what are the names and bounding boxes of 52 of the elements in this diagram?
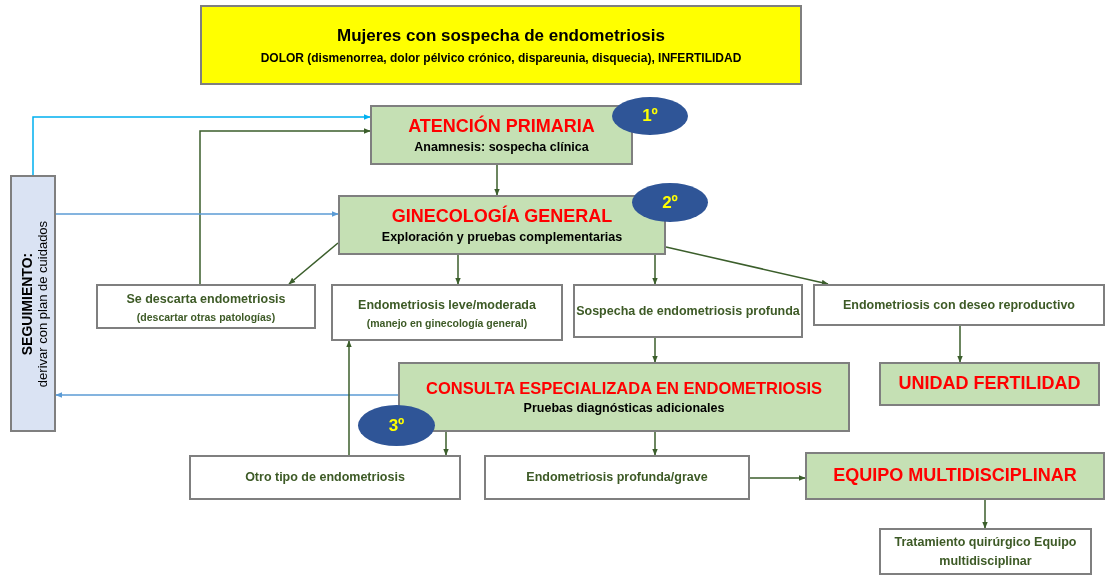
node-title: Endometriosis profunda/grave: [526, 469, 708, 487]
step-number: 2º: [662, 192, 678, 213]
node-title: Mujeres con sospecha de endometriosis: [337, 24, 665, 47]
node-subtitle: (manejo en ginecología general): [366, 317, 528, 330]
outcome-box: [96, 284, 316, 329]
process-box: [805, 452, 1105, 500]
arrow: [957, 325, 963, 363]
node-title: SEGUIMIENTO:: [17, 252, 34, 355]
node-title: Endometriosis leve/moderada: [358, 296, 536, 314]
header-box: [200, 5, 802, 85]
arrow: [55, 211, 339, 217]
process-box: [370, 105, 633, 165]
arrow: [455, 254, 461, 285]
arrow: [665, 246, 829, 286]
outcome-box: [813, 284, 1105, 326]
arrow: [199, 128, 371, 285]
outcome-box: [331, 284, 563, 341]
arrow: [652, 254, 658, 285]
arrow: [494, 164, 500, 196]
arrow: [443, 431, 449, 456]
node-subtitle: Pruebas diagnósticas adicionales: [523, 401, 725, 416]
outcome-box: [484, 455, 750, 500]
step-number: 1º: [642, 106, 658, 126]
node-title: Se descarta endometriosis: [126, 290, 286, 308]
node-title: Otro tipo de endometriosis: [245, 469, 405, 487]
node-subtitle: (descartar otras patologías): [136, 311, 276, 324]
arrow: [346, 340, 352, 456]
outcome-box: [189, 455, 461, 500]
node-title: UNIDAD FERTILIDAD: [898, 373, 1081, 395]
outcome-box: [573, 284, 803, 338]
node-title: Tratamiento quirúrgico Equipo multidisciplinar: [893, 534, 1078, 570]
node-title: EQUIPO MULTIDISCIPLINAR: [833, 465, 1077, 487]
node-title: ATENCIÓN PRIMARIA: [408, 115, 595, 138]
arrow: [652, 431, 658, 456]
node-title: GINECOLOGÍA GENERAL: [391, 205, 613, 228]
outcome-box: [879, 528, 1092, 575]
step-number: 3º: [388, 415, 405, 436]
arrow: [288, 242, 339, 285]
node-subtitle: Anamnesis: sospecha clínica: [414, 140, 589, 155]
arrow: [982, 499, 988, 529]
node-subtitle: derivar con plan de cuidados: [33, 220, 49, 387]
arrow: [32, 114, 371, 176]
node-title: CONSULTA ESPECIALIZADA EN ENDOMETRIOSIS: [426, 378, 822, 399]
side-box: [10, 175, 56, 432]
arrow: [652, 337, 658, 363]
node-title: Sospecha de endometriosis profunda: [576, 302, 800, 320]
node-title: Endometriosis con deseo reproductivo: [843, 296, 1075, 314]
arrow: [55, 392, 399, 398]
arrow: [749, 475, 806, 481]
node-subtitle: DOLOR (dismenorrea, dolor pélvico crónico, dispareunia, disquecia), INFERTILIDAD: [260, 51, 742, 66]
node-subtitle: Exploración y pruebas complementarias: [381, 230, 623, 245]
process-box: [879, 362, 1100, 406]
